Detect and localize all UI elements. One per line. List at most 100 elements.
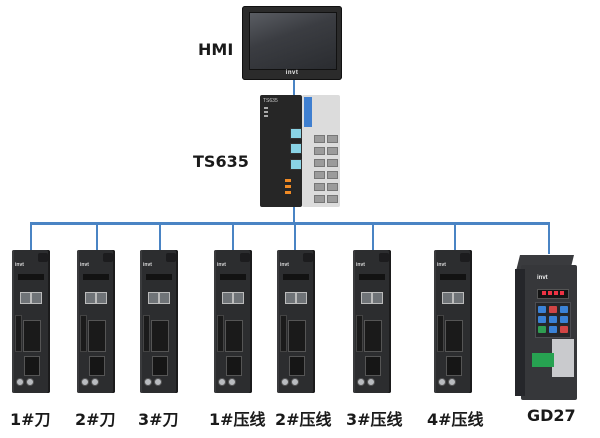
drive-brand: invt [143,262,152,268]
drive-display [83,274,109,280]
vfd-key [538,326,546,333]
plc-status-light [264,107,268,109]
drive-display [283,274,309,280]
drive-terminal-screw [367,378,375,386]
drive-display [18,274,44,280]
drive-display [359,274,385,280]
drive-side-connector [280,315,287,352]
drop-1 [30,222,32,250]
drive-cap [103,253,113,262]
vfd-key [560,316,568,323]
device-label-4: 1#压线 [209,410,266,429]
drive-side-connector [437,315,444,352]
drive-io-connector [445,320,463,352]
drive-rj45-port [159,292,170,304]
drive-io-connector [225,320,243,352]
drive-terminal-screw [228,378,236,386]
servo-drive-2-icon: invt [77,250,115,393]
device-label-8: GD27 [527,406,576,425]
drive-terminal-screw [91,378,99,386]
vfd-key [560,306,568,313]
plc-orange-tab [285,191,291,194]
io-terminal [327,147,338,155]
drive-terminal-screw [144,378,152,386]
plc-status-light [264,111,268,113]
drive-rj45-port [85,292,96,304]
hmi-screen [249,12,337,70]
drive-encoder-port [365,356,381,376]
drive-cap [379,253,389,262]
plc-controller-icon: TS635 [260,95,340,207]
vfd-side-panel [515,269,525,396]
drive-rj45-port [31,292,42,304]
drive-side-connector [15,315,22,352]
drive-io-connector [151,320,169,352]
device-label-7: 4#压线 [427,410,484,429]
drive-encoder-port [226,356,242,376]
drive-encoder-port [89,356,105,376]
servo-drive-3-icon: invt [140,250,178,393]
io-terminal [327,135,338,143]
drive-encoder-port [24,356,40,376]
drive-cap [240,253,250,262]
io-terminal [327,171,338,179]
vfd-key [549,326,557,333]
drive-encoder-port [289,356,305,376]
vfd-key [549,306,557,313]
servo-drive-1-icon: invt [12,250,50,393]
io-terminal [327,183,338,191]
drive-brand: invt [356,262,365,268]
drive-brand: invt [280,262,289,268]
plc-io-module [302,95,340,207]
drive-terminal-screw [81,378,89,386]
drop-7 [454,222,456,250]
vfd-segment [548,291,552,295]
drive-rj45-port [372,292,383,304]
hmi-label: HMI [198,40,234,59]
drive-cap [303,253,313,262]
io-terminal [314,171,325,179]
drive-encoder-port [446,356,462,376]
plc-ethernet-port [290,128,302,139]
hmi-brand: invt [285,70,299,76]
vfd-terminal-block [552,339,574,377]
device-label-2: 2#刀 [75,410,116,429]
plc-cpu-module: TS635 [260,95,302,207]
plc-ethernet-port [290,143,302,154]
servo-drive-7-icon: invt [434,250,472,393]
vfd-key [538,306,546,313]
vfd-segment [560,291,564,295]
device-label-1: 1#刀 [10,410,51,429]
drive-rj45-port [453,292,464,304]
drive-side-connector [356,315,363,352]
drive-terminal-screw [438,378,446,386]
drop-4 [232,222,234,250]
drive-rj45-port [233,292,244,304]
vfd-keypad [535,302,571,338]
drive-terminal-screw [291,378,299,386]
drive-rj45-port [285,292,296,304]
network-bus [30,222,550,225]
drive-io-connector [364,320,382,352]
plc-bus-link [293,207,295,224]
drive-terminal-screw [281,378,289,386]
io-terminal [314,195,325,203]
servo-drive-4-icon: invt [214,250,252,393]
drive-brand: invt [15,262,24,268]
plc-ethernet-port [290,159,302,170]
drive-encoder-port [152,356,168,376]
drop-2 [96,222,98,250]
drive-io-connector [23,320,41,352]
plc-orange-tab [285,185,291,188]
drop-5 [294,222,296,250]
drop-6 [372,222,374,250]
servo-drive-6-icon: invt [353,250,391,393]
io-terminal [327,195,338,203]
io-terminal [314,135,325,143]
drive-brand: invt [217,262,226,268]
device-label-6: 3#压线 [346,410,403,429]
drive-io-connector [88,320,106,352]
drive-display [440,274,466,280]
io-terminal [314,183,325,191]
plc-label: TS635 [193,152,249,171]
